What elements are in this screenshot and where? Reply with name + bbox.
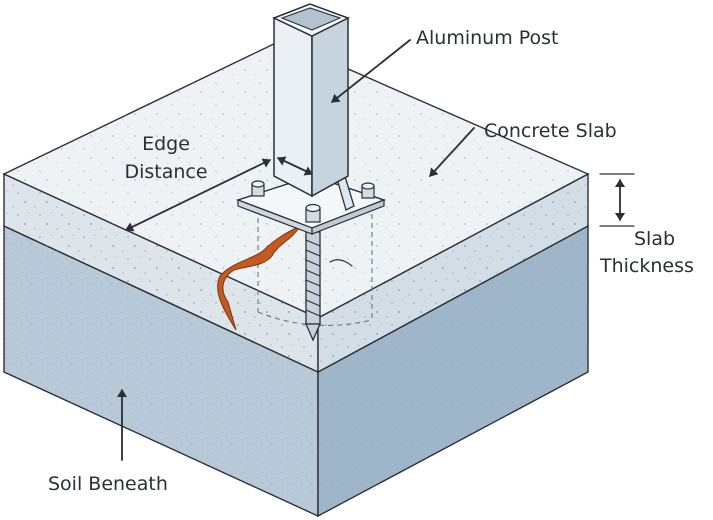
aluminum-post (272, 3, 350, 198)
post-leader-line (331, 39, 411, 103)
crack (217, 224, 302, 331)
plate-bolt (251, 180, 265, 197)
plate-bolt (305, 203, 321, 223)
label-concrete-slab: Concrete Slab (484, 120, 617, 142)
plate-bolt (361, 182, 375, 199)
soil-block (3, 224, 589, 518)
edge-distance-dimension (125, 156, 313, 232)
anchor-bolt (305, 231, 321, 342)
slab-thickness-dimension (599, 173, 635, 227)
label-edge-distance-line1: Edge (142, 133, 190, 155)
label-slab-thickness-line1: Slab (634, 228, 675, 250)
label-soil-beneath: Soil Beneath (48, 473, 168, 495)
label-edge-distance-line2: Distance (124, 161, 207, 183)
label-aluminum-post: Aluminum Post (416, 27, 559, 49)
slab-leader-line (429, 127, 475, 177)
label-slab-thickness-line2: Thickness (599, 255, 694, 277)
